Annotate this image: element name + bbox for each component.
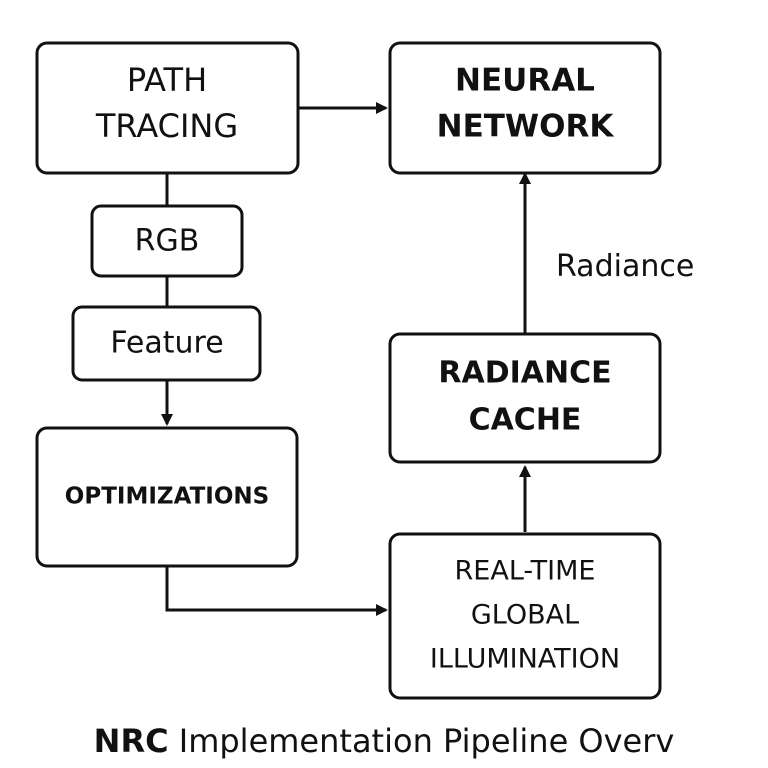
node-real-time-global-illumination: REAL-TIME GLOBAL ILLUMINATION <box>388 532 662 700</box>
caption-bold: NRC <box>93 722 169 760</box>
node-radiance-cache: RADIANCE CACHE <box>388 332 662 464</box>
node-feature: Feature <box>71 305 262 382</box>
node-optimizations-label: OPTIMIZATIONS <box>65 484 269 510</box>
edge-label-radiance: Radiance <box>556 249 694 284</box>
node-optimizations: OPTIMIZATIONS <box>35 426 299 568</box>
node-neural-network: NEURAL NETWORK <box>388 41 662 175</box>
node-path-tracing: PATH TRACING <box>35 41 300 175</box>
node-rgb-label: RGB <box>135 224 200 259</box>
edge-optimizations-to-real-time-gi <box>165 566 388 616</box>
node-neural-network-line1: NEURAL <box>455 63 595 99</box>
diagram-caption: NRC Implementation Pipeline Overv <box>0 722 768 760</box>
node-radiance-cache-line2: CACHE <box>469 403 582 438</box>
node-rgb: RGB <box>90 204 244 278</box>
caption-rest: Implementation Pipeline Overv <box>168 722 675 760</box>
node-feature-label: Feature <box>110 326 223 361</box>
node-path-tracing-line2: TRACING <box>95 107 238 145</box>
node-neural-network-line2: NETWORK <box>437 109 615 145</box>
node-real-time-gi-line1: REAL-TIME <box>455 556 596 587</box>
node-real-time-gi-line2: GLOBAL <box>471 600 579 631</box>
node-real-time-gi-line3: ILLUMINATION <box>430 644 620 675</box>
node-path-tracing-line1: PATH <box>127 61 207 99</box>
node-radiance-cache-line1: RADIANCE <box>438 356 611 391</box>
